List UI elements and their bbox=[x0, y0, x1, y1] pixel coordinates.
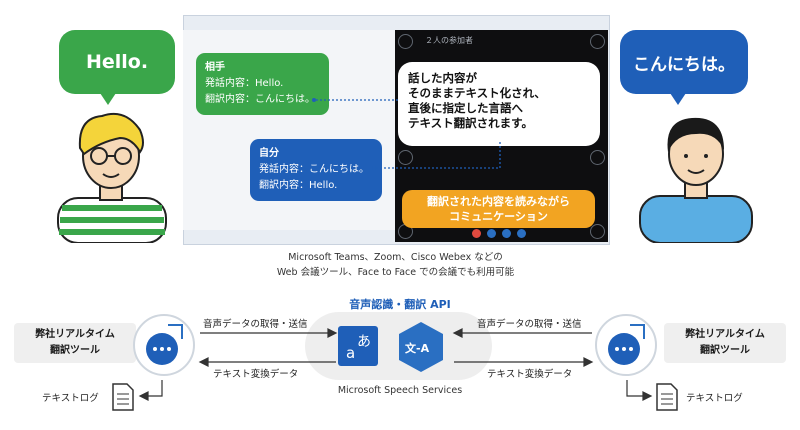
api-title: 音声認識・翻訳 API bbox=[349, 298, 451, 311]
text-translate-glyph: 文-A bbox=[405, 341, 430, 355]
callout-line: テキスト翻訳されます。 bbox=[408, 116, 534, 130]
corner-ring bbox=[590, 150, 605, 165]
chat-tool-icon-left bbox=[133, 314, 195, 376]
end-call-dot bbox=[472, 229, 481, 238]
bubble-tail bbox=[100, 93, 116, 105]
corner-ring bbox=[590, 34, 605, 49]
return-label-right: テキスト変換データ bbox=[487, 369, 573, 380]
tool-label-line: 翻訳ツール bbox=[700, 345, 750, 356]
tool-label-left: 弊社リアルタイム 翻訳ツール bbox=[14, 323, 136, 363]
tool-label-line: 弊社リアルタイム bbox=[35, 329, 115, 340]
speech-bubble-left: Hello. bbox=[59, 30, 175, 94]
text-translate-icon: 文-A bbox=[399, 322, 443, 372]
speech-bubble-right: こんにちは。 bbox=[620, 30, 748, 94]
callout-line: 直後に指定した言語へ bbox=[408, 101, 523, 115]
send-label-right: 音声データの取得・送信 bbox=[477, 319, 582, 330]
other-party-card: 相手 発話内容：Hello. 翻訳内容：こんにちは。 bbox=[196, 53, 329, 115]
callout-line: そのままテキスト化され、 bbox=[408, 86, 546, 100]
corner-ring bbox=[398, 34, 413, 49]
tool-label-line: 翻訳ツール bbox=[50, 345, 100, 356]
other-card-translation: 翻訳内容：こんにちは。 bbox=[205, 94, 315, 105]
corner-ring bbox=[398, 150, 413, 165]
tool-label-right: 弊社リアルタイム 翻訳ツール bbox=[664, 323, 786, 363]
share-dot bbox=[517, 229, 526, 238]
translator-glyph-a: a bbox=[346, 344, 355, 362]
participants-count: ２人の参加者 bbox=[425, 36, 473, 45]
self-card: 自分 発話内容：こんにちは。 翻訳内容：Hello. bbox=[250, 139, 382, 201]
text-log-label-left: テキストログ bbox=[42, 393, 99, 404]
video-dot bbox=[487, 229, 496, 238]
bubble-tail bbox=[670, 93, 686, 105]
speech-services-box bbox=[305, 312, 492, 380]
caption-line: Web 会議ツール、Face to Face での会議でも利用可能 bbox=[276, 267, 515, 278]
speech-services-label: Microsoft Speech Services bbox=[337, 385, 463, 396]
translator-glyph: あ bbox=[357, 334, 371, 350]
person-left-illustration bbox=[57, 112, 167, 243]
caption-line: Microsoft Teams、Zoom、Cisco Webex などの bbox=[288, 252, 503, 263]
speech-bubble-left-text: Hello. bbox=[85, 51, 149, 73]
communication-banner: 翻訳された内容を読みながら コミュニケーション bbox=[402, 190, 595, 228]
translator-icon: a あ bbox=[338, 326, 378, 366]
chat-tool-icon-right bbox=[595, 314, 657, 376]
banner-line: コミュニケーション bbox=[449, 210, 548, 223]
document-icon bbox=[112, 383, 134, 411]
tool-label-line: 弊社リアルタイム bbox=[685, 329, 765, 340]
person-right-illustration bbox=[639, 117, 753, 243]
self-card-translation: 翻訳内容：Hello. bbox=[259, 180, 338, 191]
other-card-title: 相手 bbox=[205, 62, 225, 73]
corner-ring bbox=[590, 224, 605, 239]
speech-bubble-right-text: こんにちは。 bbox=[633, 54, 735, 75]
self-card-speech: 発話内容：こんにちは。 bbox=[259, 164, 369, 175]
text-log-label-right: テキストログ bbox=[686, 393, 743, 404]
return-label-left: テキスト変換データ bbox=[213, 369, 299, 380]
document-icon bbox=[656, 383, 678, 411]
callout-line: 話した内容が bbox=[408, 71, 477, 85]
usage-caption: Microsoft Teams、Zoom、Cisco Webex などの Web… bbox=[183, 250, 608, 280]
mic-dot bbox=[502, 229, 511, 238]
send-label-left: 音声データの取得・送信 bbox=[203, 319, 308, 330]
explanation-callout: 話した内容が そのままテキスト化され、 直後に指定した言語へ テキスト翻訳されま… bbox=[398, 62, 600, 146]
banner-line: 翻訳された内容を読みながら bbox=[427, 195, 570, 208]
self-card-title: 自分 bbox=[259, 148, 279, 159]
other-card-speech: 発話内容：Hello. bbox=[205, 78, 284, 89]
